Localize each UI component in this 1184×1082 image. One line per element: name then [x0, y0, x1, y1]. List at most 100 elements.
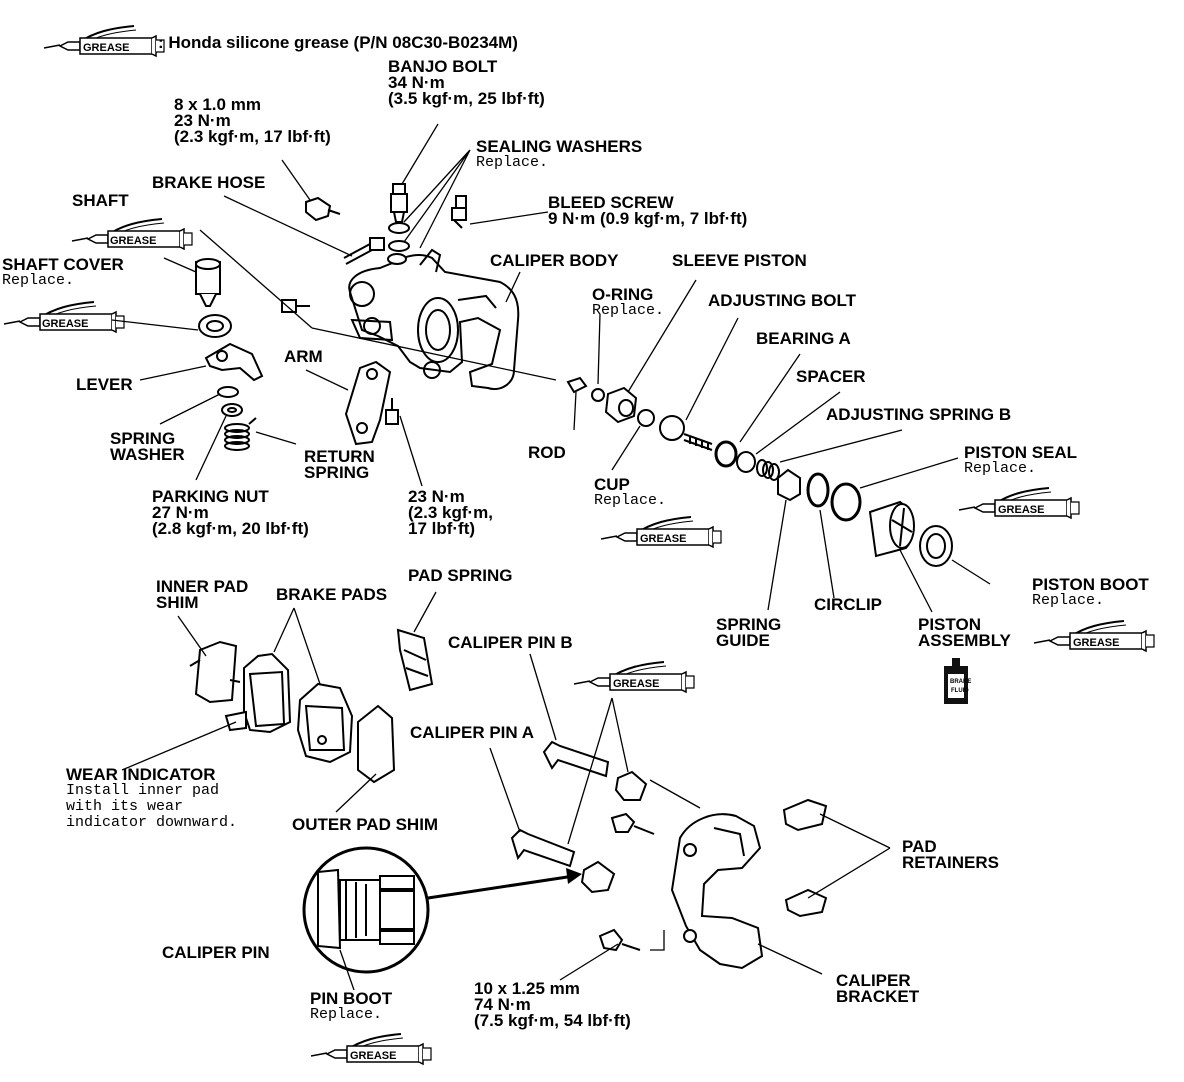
bracket-bolt-upper-part — [610, 812, 655, 835]
circlip-label: CIRCLIP — [814, 595, 882, 614]
bearing-a-label: BEARING A — [756, 329, 851, 348]
shaft-cover-note: Replace. — [2, 272, 75, 289]
inner-pad-shim-part — [189, 640, 241, 704]
piston-assembly-part — [868, 500, 915, 558]
pad-retainers-label: PAD — [902, 837, 937, 856]
legend-text: : Honda silicone grease (P/N 08C30-B0234… — [158, 33, 518, 52]
return-spring-part — [224, 417, 257, 451]
grease-badge-text: GREASE — [83, 42, 129, 54]
lever-label: LEVER — [76, 375, 133, 394]
bolt-10x125-torque: 74 N·m — [474, 995, 531, 1014]
wear-indicator-note-3: indicator downward. — [66, 814, 238, 831]
pin-boot-note: Replace. — [310, 1006, 383, 1023]
caliper-pin-boot-a-part — [580, 860, 616, 894]
caliper-bracket-label: CALIPER — [836, 971, 911, 990]
piston-seal-note: Replace. — [964, 460, 1037, 477]
detail-arrow — [427, 868, 582, 900]
caliper-pin-label: CALIPER PIN — [162, 943, 270, 962]
adjusting-bolt-label: ADJUSTING BOLT — [708, 291, 856, 310]
arm-torque-2: (2.3 kgf·m, — [408, 503, 494, 522]
banjo-bolt-part — [387, 183, 410, 265]
grease-badge-shaft: GREASE — [71, 218, 193, 250]
shaft-cover-label: SHAFT COVER — [2, 255, 124, 274]
caliper-pin-boot-b-part — [614, 770, 648, 801]
grease-badge-text: GREASE — [42, 318, 88, 330]
bracket-bolt-lower-part — [598, 928, 641, 952]
arm-torque-3: 17 lbf·ft) — [408, 519, 476, 538]
parking-nut-torque-2: (2.8 kgf·m, 20 lbf·ft) — [152, 519, 309, 538]
spring-guide-part — [777, 468, 801, 502]
outer-pad-shim-part — [357, 704, 396, 784]
grease-badge-shaft-cover: GREASE — [3, 301, 125, 333]
caliper-body-part — [348, 248, 520, 390]
grease-badge-text: GREASE — [350, 1050, 396, 1062]
grease-badge-cup: GREASE — [600, 516, 722, 548]
bleed-screw-part — [451, 195, 467, 229]
banjo-bolt-torque: 34 N·m — [388, 73, 445, 92]
cup-label: CUP — [594, 475, 630, 494]
caliper-bracket-part — [670, 813, 764, 970]
spring-washer-label-2: WASHER — [110, 445, 185, 464]
o-ring-note: Replace. — [592, 302, 665, 319]
piston-seal-part — [830, 482, 862, 522]
grease-badge-text: GREASE — [613, 678, 659, 690]
shaft-label: SHAFT — [72, 191, 129, 210]
pad-retainer-lower-part — [784, 888, 828, 918]
wear-indicator-part — [224, 710, 247, 732]
leader-lines — [111, 123, 991, 991]
wear-indicator-label: WEAR INDICATOR — [66, 765, 216, 784]
caliper-bracket-label-2: BRACKET — [836, 987, 920, 1006]
pin-boot-label: PIN BOOT — [310, 989, 393, 1008]
spring-washer-part — [217, 386, 243, 417]
caliper-body-label: CALIPER BODY — [490, 251, 619, 270]
grease-badge-caliper-pins: GREASE — [573, 661, 695, 693]
cup-part — [637, 409, 655, 427]
caliper-pin-detail — [302, 846, 430, 974]
brake-hose-label: BRAKE HOSE — [152, 173, 266, 192]
spring-guide-label-2: GUIDE — [716, 631, 770, 650]
arm-label: ARM — [284, 347, 323, 366]
brake-hose-part — [343, 237, 385, 265]
sleeve-piston-part — [604, 386, 638, 424]
spacer-part — [736, 451, 756, 473]
brake-pad-outer-part — [296, 682, 354, 764]
adjusting-spring-b-label: ADJUSTING SPRING B — [826, 405, 1012, 424]
inner-pad-shim-label: INNER PAD — [156, 577, 249, 596]
caliper-pin-a-part — [510, 828, 576, 868]
piston-assembly-label: PISTON — [918, 615, 981, 634]
grease-badge-piston-seal: GREASE — [958, 487, 1080, 519]
brake-fluid-text: BRAKE — [950, 679, 971, 685]
bolt-8x1-label: 8 x 1.0 mm — [174, 95, 261, 114]
sleeve-piston-label: SLEEVE PISTON — [672, 251, 807, 270]
piston-boot-label: PISTON BOOT — [1032, 575, 1149, 594]
inner-pad-shim-label-2: SHIM — [156, 593, 199, 612]
wear-indicator-note-2: with its wear — [66, 798, 184, 815]
grease-badge-text: GREASE — [110, 235, 156, 247]
piston-assembly-label-2: ASSEMBLY — [918, 631, 1011, 650]
pad-spring-part — [396, 628, 434, 692]
grease-badge-text: GREASE — [1073, 637, 1119, 649]
bleed-screw-torque: 9 N·m (0.9 kgf·m, 7 lbf·ft) — [548, 209, 748, 228]
outer-pad-shim-label: OUTER PAD SHIM — [292, 815, 439, 834]
arm-torque: 23 N·m — [408, 487, 465, 506]
spring-washer-label: SPRING — [110, 429, 176, 448]
sealing-washers-note: Replace. — [476, 154, 549, 171]
pad-retainer-upper-part — [782, 798, 828, 832]
adjusting-spring-b-part — [756, 459, 780, 481]
pad-retainers-label-2: RETAINERS — [902, 853, 999, 872]
piston-seal-label: PISTON SEAL — [964, 443, 1078, 462]
caliper-pin-a-label: CALIPER PIN A — [410, 723, 535, 742]
lever-part — [204, 342, 264, 382]
arm-bolt-part — [281, 299, 310, 313]
sealing-washers-label: SEALING WASHERS — [476, 137, 643, 156]
return-spring-label: RETURN — [304, 447, 375, 466]
o-ring-part — [591, 388, 605, 402]
brake-fluid-text: FLUID — [951, 688, 969, 694]
shaft-part — [195, 258, 221, 307]
bolt-10x125-label: 10 x 1.25 mm — [474, 979, 580, 998]
parking-nut-torque: 27 N·m — [152, 503, 209, 522]
pad-spring-label: PAD SPRING — [408, 566, 513, 585]
bolt-10x125-torque-2: (7.5 kgf·m, 54 lbf·ft) — [474, 1011, 631, 1030]
cup-note: Replace. — [594, 492, 667, 509]
